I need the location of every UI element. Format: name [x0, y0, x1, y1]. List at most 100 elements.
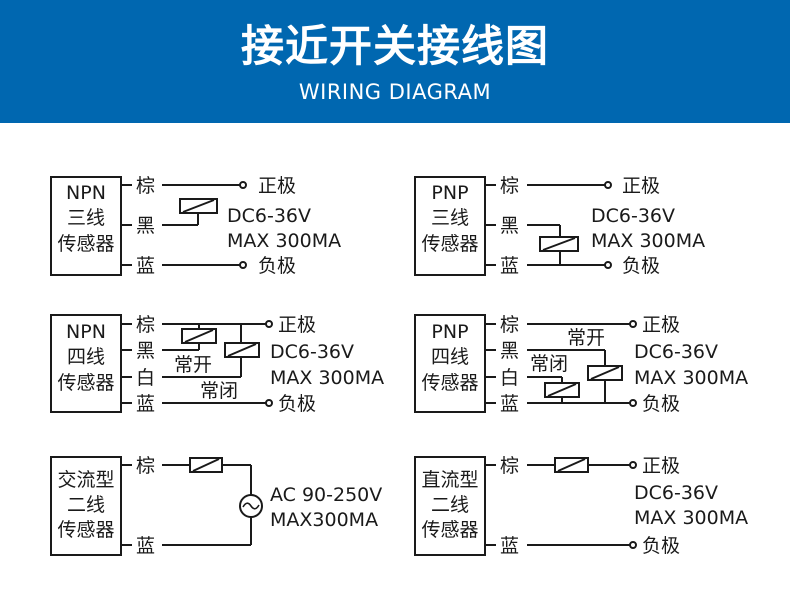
- terminal-negative-label: 负极: [258, 255, 296, 277]
- sensor-label: 传感器: [421, 372, 478, 394]
- terminal-positive: [629, 461, 637, 469]
- wire-label-brown: 棕: [500, 314, 519, 336]
- terminal-negative: [265, 399, 273, 407]
- ac-source-icon: [239, 494, 263, 518]
- wire-label-black: 黑: [136, 340, 155, 362]
- sensor-label: 传感器: [57, 233, 114, 255]
- wire-count: 四线: [431, 346, 469, 368]
- sensor-type: 直流型: [421, 469, 478, 491]
- terminal-positive-label: 正极: [258, 175, 296, 197]
- diagram-npn-3wire-text: NPN 三线 传感器 棕 黑 蓝 正极 负极 DC6-36V MAX 300MA: [57, 175, 341, 277]
- wire-count: 二线: [431, 494, 469, 516]
- terminal-positive: [629, 320, 637, 328]
- page-subtitle: WIRING DIAGRAM: [298, 80, 492, 104]
- normally-closed-label: 常闭: [530, 353, 568, 375]
- sensor-box: [50, 456, 122, 556]
- wire-label-blue: 蓝: [500, 393, 519, 415]
- diagram-npn-3wire: [50, 176, 247, 276]
- sensor-type: NPN: [66, 321, 106, 343]
- wire-label-blue: 蓝: [136, 255, 155, 277]
- voltage-spec: DC6-36V: [634, 482, 718, 504]
- wire-label-blue: 蓝: [500, 535, 519, 557]
- wire-count: 四线: [67, 346, 105, 368]
- sensor-type: PNP: [431, 321, 468, 343]
- wire-label-black: 黑: [500, 340, 519, 362]
- load-relay-normally-closed: [224, 342, 260, 358]
- voltage-spec: DC6-36V: [227, 205, 311, 227]
- sensor-type: PNP: [431, 182, 468, 204]
- diagram-npn-4wire: [50, 314, 273, 413]
- sensor-label: 传感器: [57, 519, 114, 541]
- wire-count: 三线: [67, 207, 105, 229]
- current-spec: MAX 300MA: [634, 367, 748, 389]
- terminal-negative-label: 负极: [642, 393, 680, 415]
- wire-label-blue: 蓝: [136, 393, 155, 415]
- wire-label-black: 黑: [136, 215, 155, 237]
- terminal-negative-label: 负极: [642, 535, 680, 557]
- voltage-spec: DC6-36V: [634, 341, 718, 363]
- sensor-label: 传感器: [421, 519, 478, 541]
- load-relay: [554, 457, 589, 473]
- load-relay-normally-closed: [544, 382, 580, 398]
- current-spec: MAX 300MA: [227, 230, 341, 252]
- load-relay: [189, 457, 223, 473]
- header-banner: 接近开关接线图 WIRING DIAGRAM: [0, 0, 790, 123]
- load-relay: [179, 198, 218, 214]
- terminal-negative-label: 负极: [622, 255, 660, 277]
- voltage-spec: DC6-36V: [270, 341, 354, 363]
- load-relay: [539, 236, 579, 252]
- terminal-negative: [629, 399, 637, 407]
- wire-label-brown: 棕: [136, 175, 155, 197]
- sensor-type: NPN: [66, 182, 106, 204]
- current-spec: MAX 300MA: [591, 230, 705, 252]
- wire-label-brown: 棕: [136, 455, 155, 477]
- wire-label-brown: 棕: [500, 455, 519, 477]
- diagram-dc-2wire: [414, 456, 637, 556]
- diagram-ac-2wire: [50, 456, 263, 556]
- current-spec: MAX300MA: [270, 509, 378, 531]
- wire-label-blue: 蓝: [500, 255, 519, 277]
- current-spec: MAX 300MA: [270, 367, 384, 389]
- diagram-pnp-3wire: [414, 176, 612, 276]
- page-title: 接近开关接线图: [241, 22, 549, 72]
- wire-label-white: 白: [136, 367, 155, 389]
- wire-label-brown: 棕: [136, 314, 155, 336]
- terminal-positive: [604, 181, 612, 189]
- sensor-box: [414, 456, 486, 556]
- wiring-diagrams: NPN 三线 传感器 棕 黑 蓝 正极 负极 DC6-36V MAX 300MA…: [50, 175, 748, 557]
- wire-label-black: 黑: [500, 215, 519, 237]
- terminal-negative: [239, 261, 247, 269]
- wire-count: 三线: [431, 207, 469, 229]
- diagram-pnp-4wire: [414, 314, 637, 413]
- terminal-positive: [239, 181, 247, 189]
- voltage-spec: AC 90-250V: [270, 484, 382, 506]
- terminal-positive-label: 正极: [278, 314, 316, 336]
- normally-open-label: 常开: [567, 327, 605, 349]
- terminal-positive: [265, 320, 273, 328]
- sensor-label: 传感器: [57, 372, 114, 394]
- terminal-positive-label: 正极: [642, 314, 680, 336]
- terminal-negative: [629, 541, 637, 549]
- terminal-negative: [604, 261, 612, 269]
- sensor-type: 交流型: [57, 469, 114, 491]
- diagram-npn-4wire-text: NPN 四线 传感器 棕 黑 白 蓝 常开 常闭 正极 负极 DC6-36V M…: [57, 314, 384, 415]
- terminal-negative-label: 负极: [278, 393, 316, 415]
- diagram-pnp-4wire-text: PNP 四线 传感器 棕 黑 白 蓝 常开 常闭 正极 负极 DC6-36V M…: [421, 314, 748, 415]
- terminal-positive-label: 正极: [642, 455, 680, 477]
- sensor-label: 传感器: [421, 233, 478, 255]
- load-relay-normally-open: [587, 365, 623, 381]
- diagram-ac-2wire-text: 交流型 二线 传感器 棕 蓝 AC 90-250V MAX300MA: [57, 455, 382, 557]
- normally-closed-label: 常闭: [200, 380, 238, 402]
- wire-label-white: 白: [500, 367, 519, 389]
- voltage-spec: DC6-36V: [591, 205, 675, 227]
- current-spec: MAX 300MA: [634, 507, 748, 529]
- terminal-positive-label: 正极: [622, 175, 660, 197]
- normally-open-label: 常开: [174, 354, 212, 376]
- load-relay-normally-open: [181, 328, 217, 344]
- diagram-dc-2wire-text: 直流型 二线 传感器 棕 蓝 正极 负极 DC6-36V MAX 300MA: [421, 455, 748, 557]
- wire-label-brown: 棕: [500, 175, 519, 197]
- sensor-box: [50, 314, 122, 413]
- wire-label-blue: 蓝: [136, 535, 155, 557]
- sensor-box: [414, 314, 486, 413]
- diagram-pnp-3wire-text: PNP 三线 传感器 棕 黑 蓝 正极 负极 DC6-36V MAX 300MA: [421, 175, 705, 277]
